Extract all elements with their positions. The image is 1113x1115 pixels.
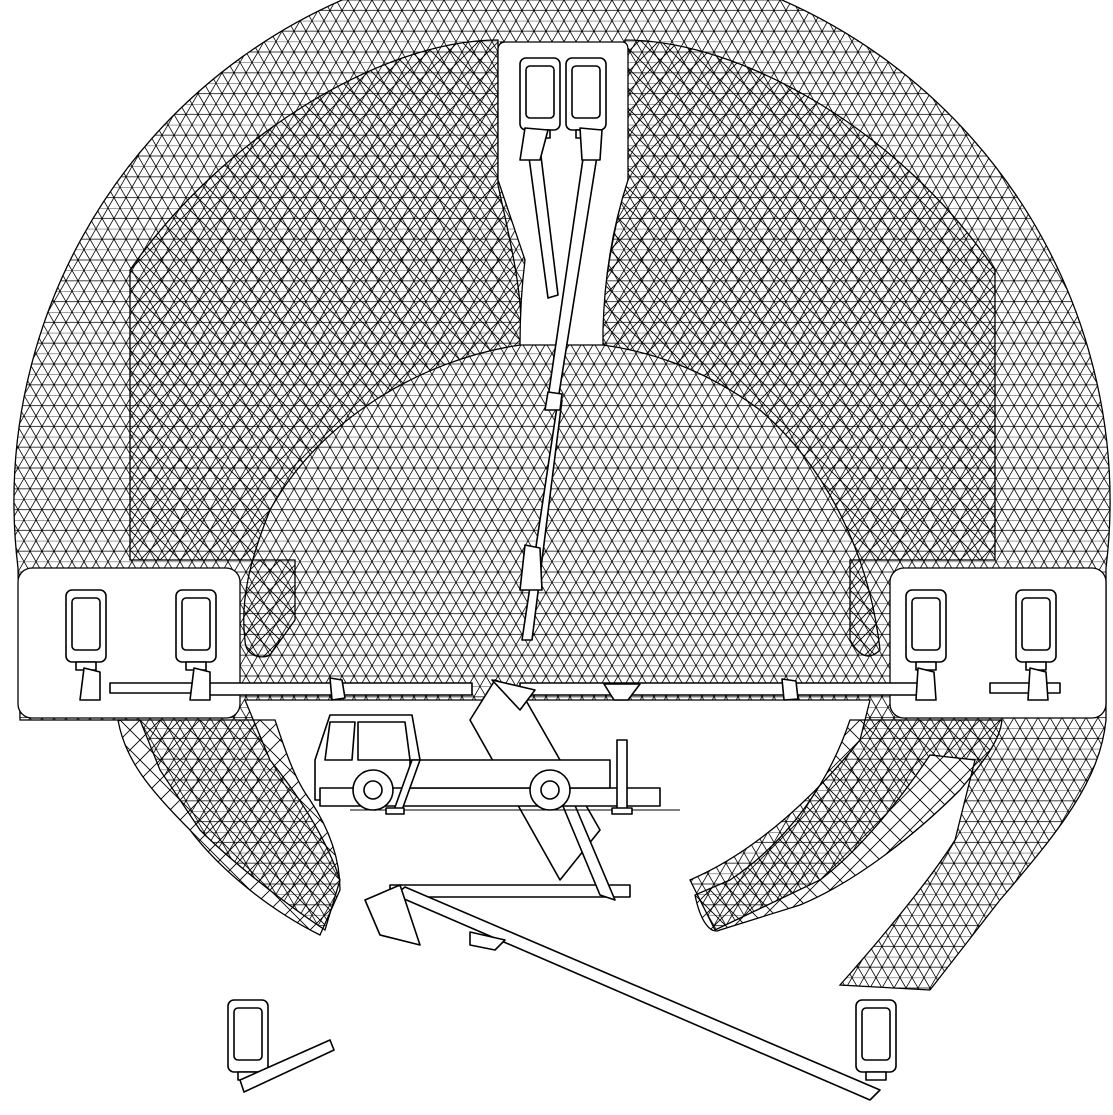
outrigger-right bbox=[611, 739, 633, 815]
lower-left-platform bbox=[227, 999, 269, 1081]
outrigger-left bbox=[385, 759, 421, 815]
upper-platform-pair bbox=[519, 57, 607, 139]
telescopic-boom-horizontal bbox=[79, 667, 1061, 701]
lower-right-platform bbox=[855, 999, 897, 1081]
truck-cab bbox=[314, 714, 421, 801]
telescopic-boom-lowered bbox=[239, 769, 881, 1101]
telescopic-boom-vertical bbox=[519, 127, 603, 641]
right-platform-pair bbox=[905, 589, 1057, 671]
left-platform-pair bbox=[65, 589, 217, 671]
